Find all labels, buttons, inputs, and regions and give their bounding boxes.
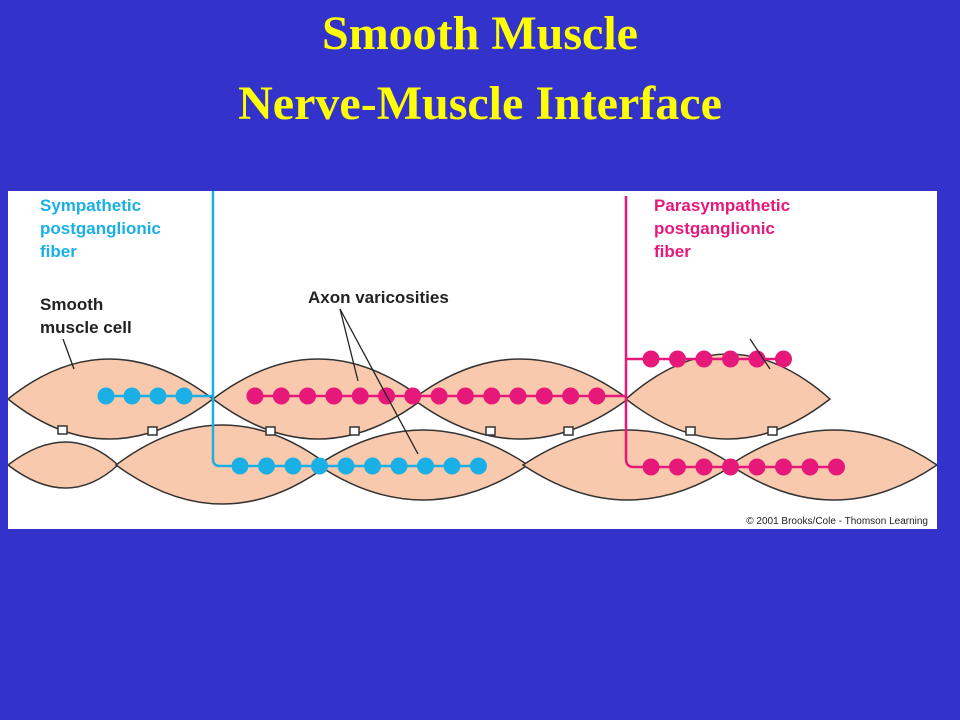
smooth-muscle-label-line2: muscle cell <box>40 318 132 337</box>
varicosity-bead <box>775 350 792 368</box>
slide-title-line2: Nerve-Muscle Interface <box>238 77 722 130</box>
smooth-muscle-label-line1: Smooth <box>40 295 103 314</box>
varicosity-bead <box>123 387 141 405</box>
leader-line <box>339 308 359 382</box>
varicosity-bead <box>801 458 819 476</box>
varicosity-bead <box>748 458 766 476</box>
slide-title-line1: Smooth Muscle <box>322 7 638 60</box>
varicosity-bead <box>417 457 434 475</box>
varicosity-bead <box>642 350 660 368</box>
varicosity-bead <box>588 387 606 405</box>
varicosity-bead <box>828 458 845 476</box>
parasympathetic-label-line1: Parasympathetic <box>654 196 790 215</box>
gap-junction <box>265 426 276 436</box>
gap-junction <box>57 425 68 435</box>
gap-junction <box>349 426 360 436</box>
leader-line <box>339 308 419 455</box>
varicosity-bead <box>351 387 369 405</box>
varicosity-bead <box>456 387 474 405</box>
leader-lines <box>62 308 771 455</box>
varicosity-bead <box>695 350 713 368</box>
leader-line <box>62 338 75 370</box>
varicosity-bead <box>430 387 448 405</box>
varicosity-bead <box>258 457 275 475</box>
muscle-cell <box>8 441 120 489</box>
gap-junction <box>485 426 496 436</box>
gap-junction <box>147 426 158 436</box>
varicosity-bead <box>404 387 422 405</box>
varicosity-bead <box>535 387 553 405</box>
varicosity-bead <box>509 387 527 405</box>
varicosity-bead <box>722 350 739 368</box>
varicosity-bead <box>246 387 264 405</box>
gap-junctions <box>57 425 778 436</box>
axon-varicosities-label: Axon varicosities <box>308 288 449 307</box>
varicosity-bead <box>175 387 193 405</box>
gap-junction <box>767 426 778 436</box>
varicosity-bead <box>642 458 660 476</box>
sympathetic-label-line1: Sympathetic <box>40 196 141 215</box>
sympathetic-varicosities <box>97 387 487 475</box>
gap-junction <box>563 426 574 436</box>
varicosity-bead <box>390 457 408 475</box>
leader-line <box>749 338 771 370</box>
varicosity-bead <box>364 457 381 475</box>
nerve-muscle-diagram: Sympathetic postganglionic fiber Smooth … <box>8 191 937 529</box>
varicosity-bead <box>443 457 461 475</box>
varicosity-bead <box>695 458 713 476</box>
varicosity-bead <box>231 457 249 475</box>
varicosity-bead <box>483 387 501 405</box>
varicosity-bead <box>669 350 686 368</box>
varicosity-bead <box>325 387 343 405</box>
varicosity-bead <box>311 457 328 475</box>
varicosity-bead <box>299 387 317 405</box>
gap-junction <box>685 426 696 436</box>
varicosity-bead <box>669 458 686 476</box>
sympathetic-label-line2: postganglionic <box>40 219 161 238</box>
diagram-canvas: Sympathetic postganglionic fiber Smooth … <box>8 191 937 527</box>
copyright-notice: © 2001 Brooks/Cole - Thomson Learning <box>746 516 928 527</box>
varicosity-bead <box>337 457 355 475</box>
varicosity-bead <box>272 387 290 405</box>
varicosity-bead <box>562 387 580 405</box>
varicosity-bead <box>470 457 487 475</box>
sympathetic-label-line3: fiber <box>40 242 77 261</box>
parasympathetic-varicosities <box>246 350 845 476</box>
varicosity-bead <box>97 387 115 405</box>
varicosity-bead <box>284 457 302 475</box>
varicosity-bead <box>775 458 792 476</box>
varicosity-bead <box>722 458 739 476</box>
parasympathetic-label-line2: postganglionic <box>654 219 775 238</box>
parasympathetic-label-line3: fiber <box>654 242 691 261</box>
varicosity-bead <box>149 387 167 405</box>
